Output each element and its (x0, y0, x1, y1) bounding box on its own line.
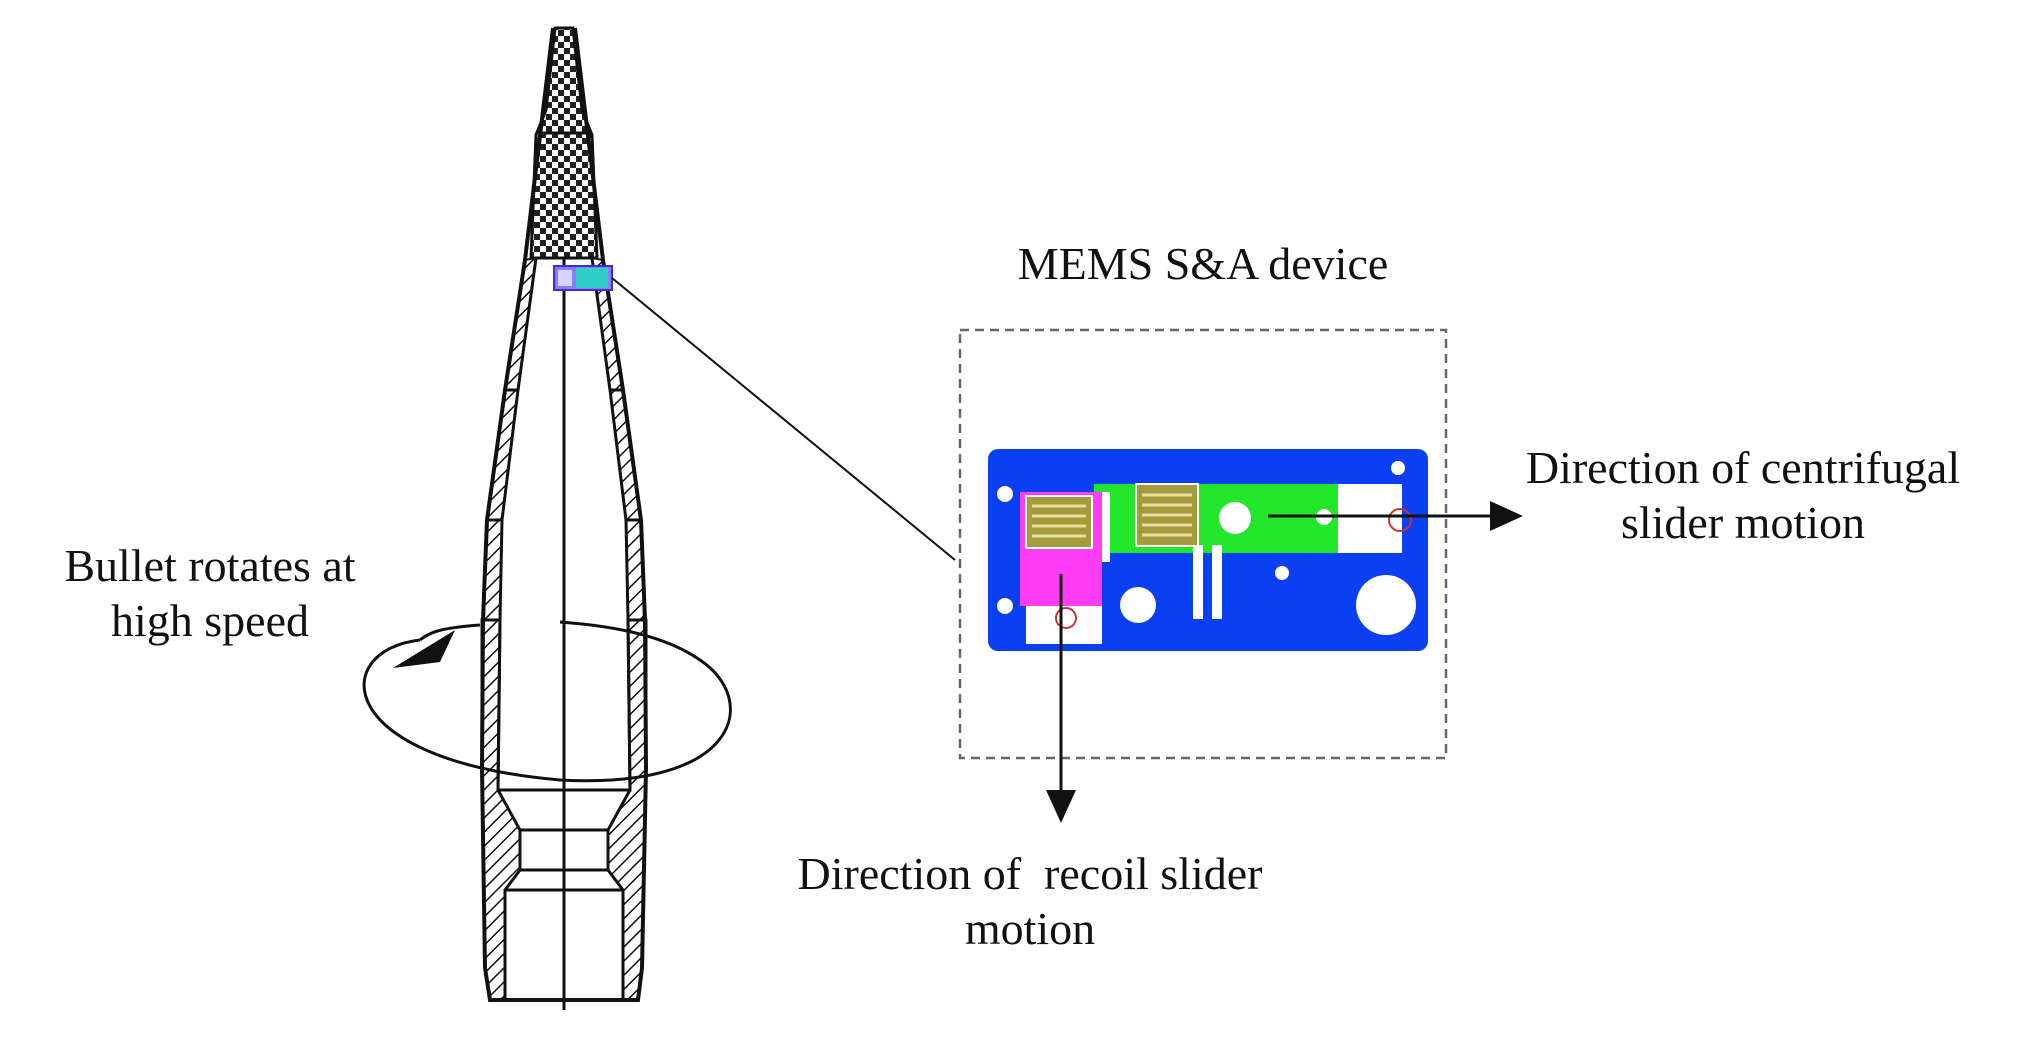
bullet-rotation-line-2: high speed (110, 595, 309, 647)
bullet-wall-left (482, 256, 538, 621)
bullet-wall-right (590, 256, 646, 621)
centrifugal-slider (1094, 484, 1338, 553)
centrifugal-line-1: Direction of centrifugal (1525, 442, 1961, 493)
zoom-leader-line (611, 277, 956, 561)
centrifugal-direction-label: Direction of centrifugal slider motion (1478, 440, 2008, 550)
rotation-ellipse (362, 620, 732, 783)
device-frame-dashed (958, 328, 1448, 760)
bullet-base-left (480, 618, 522, 1002)
bullet-rotation-line-1: Bullet rotates at (64, 540, 356, 591)
recoil-direction-label: Direction of recoil slider motion (740, 846, 1320, 956)
bullet-rotation-label: Bullet rotates at high speed (30, 538, 390, 648)
recoil-line-1: Direction of recoil slider (797, 848, 1263, 899)
device-title-label: MEMS S&A device (1017, 238, 1389, 289)
recoil-line-2: motion (964, 903, 1096, 955)
bullet-drawing (479, 26, 649, 1010)
mems-chip (988, 449, 1428, 651)
centrifugal-line-2: slider motion (1620, 497, 1866, 549)
rotation-indicator (362, 620, 732, 783)
rotation-arrowhead (393, 630, 455, 668)
bullet-base-right (606, 618, 648, 1002)
